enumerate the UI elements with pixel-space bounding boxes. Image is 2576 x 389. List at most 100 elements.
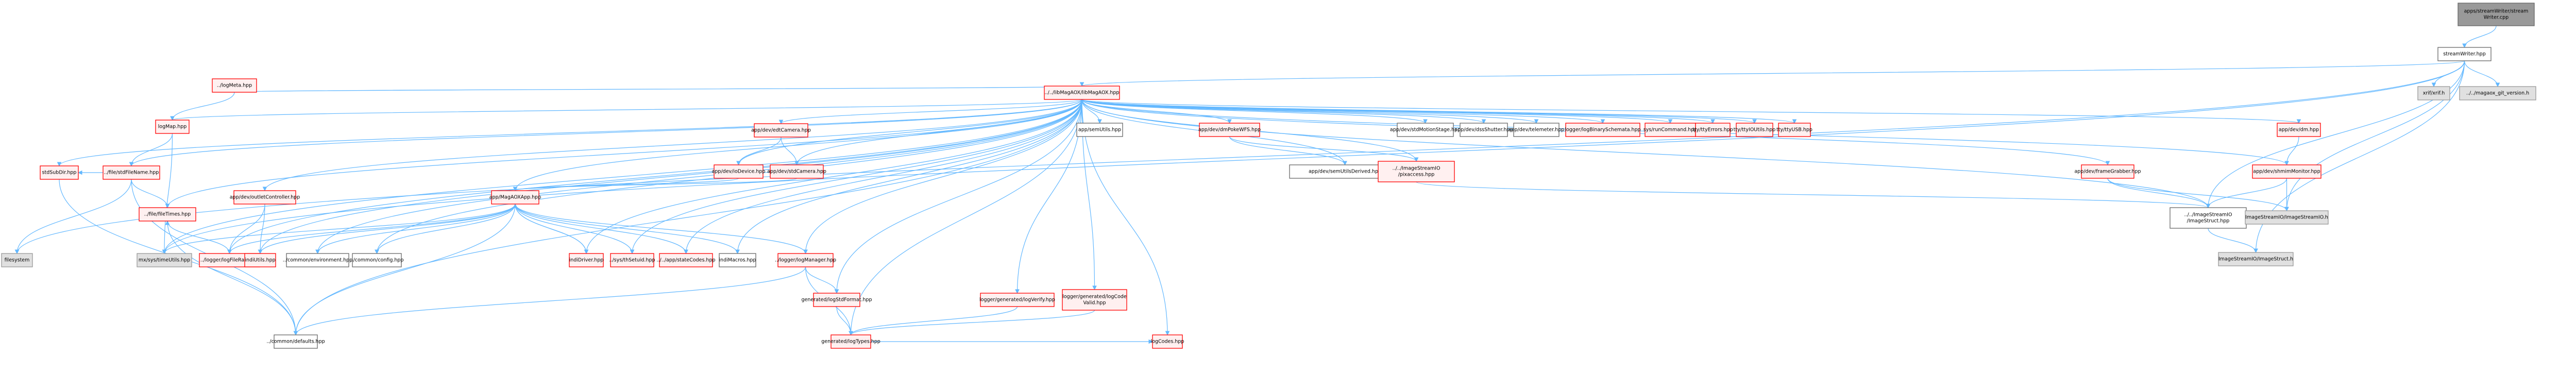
node-box [244, 253, 276, 267]
arrowhead-icon [1423, 119, 1428, 124]
edge-lib-mag-aox-to-log-file-raw [229, 99, 1082, 254]
node-tty-usb[interactable]: tty/ttyUSB.hpp [1776, 123, 1812, 137]
node-outlet-controller[interactable]: app/dev/outletController.hpp [230, 190, 300, 205]
arrowhead-icon [1092, 285, 1097, 291]
node-log-std-format[interactable]: generated/logStdFormat.hpp [801, 293, 872, 307]
edge-lib-mag-aox-to-std-motion-stage [1081, 99, 1426, 124]
edge-stream-writer-to-time-utils [164, 60, 2465, 254]
edge-io-device-to-mag-aoxapp [515, 178, 739, 191]
node-defaults[interactable]: ../common/defaults.hpp [266, 334, 325, 349]
edge-dm-poke-wfs-to-pixaccess [1229, 136, 1417, 162]
node-box [1513, 123, 1560, 137]
node-label: tty/ttyIOUtils.hpp [1734, 127, 1776, 133]
arrowhead-icon [794, 161, 799, 166]
node-th-setuid[interactable]: ../sys/thSetuid.hpp [609, 253, 655, 267]
node-lib-mag-aox[interactable]: ../../libMagAOX/libMagAOX.hpp [1044, 86, 1120, 100]
node-image-stream-ioh: ImageStreamIO/ImageStreamIO.h [2245, 210, 2329, 225]
arrowhead-icon [1015, 289, 1020, 294]
node-std-motion-stage[interactable]: app/dev/stdMotionStage.hpp [1390, 123, 1461, 137]
node-edt-camera[interactable]: app/dev/edtCamera.hpp [751, 123, 811, 138]
node-box [155, 120, 190, 134]
node-log-meta[interactable]: ../logMeta.hpp [212, 78, 257, 93]
node-label: generated/logTypes.hpp [821, 339, 880, 345]
node-sem-utils[interactable]: app/semUtils.hpp [1076, 123, 1123, 137]
edge-lib-mag-aox-to-time-utils [164, 99, 1082, 254]
node-label: ../../ImageStreamIO [1393, 166, 1440, 172]
node-frame-grabber[interactable]: app/dev/frameGrabber.hpp [2074, 164, 2141, 179]
node-box [1695, 123, 1731, 137]
node-label: ../logger/logFileRaw.hpp [200, 258, 259, 263]
edge-outlet-controller-to-indi-utils [260, 204, 265, 254]
edge-lib-mag-aox-to-std-camera [796, 99, 1082, 165]
edge-log-file-raw-to-file-times [167, 221, 230, 254]
arrowhead-icon [165, 204, 170, 209]
edge-frame-grabber-to-image-struct-hpp [2107, 178, 2209, 208]
node-dm-poke-wfs[interactable]: app/dev/dmPokeWFS.hpp [1198, 123, 1261, 137]
arrowhead-icon [2296, 119, 2301, 124]
node-environment[interactable]: ../common/environment.hpp [283, 253, 352, 267]
node-state-codes[interactable]: ../../app/stateCodes.hpp [657, 253, 716, 267]
edge-dm-poke-wfs-to-sem-utils-derived [1229, 136, 1346, 165]
edge-stream-writer-to-lib-mag-aox [1081, 60, 2465, 87]
node-label: ../../ImageStreamIO [2184, 212, 2232, 218]
node-label: indiDriver.hpp [569, 258, 604, 263]
node-tty-ioutils[interactable]: tty/ttyIOUtils.hpp [1734, 123, 1776, 137]
edge-lib-mag-aox-to-mag-aoxapp [515, 99, 1082, 191]
edge-edt-camera-to-std-camera [781, 137, 798, 165]
node-std-camera[interactable]: app/dev/stdCamera.hpp [767, 164, 826, 179]
edge-lib-mag-aox-to-indi-macros [737, 99, 1082, 254]
node-run-command[interactable]: sys/runCommand.hpp [1643, 123, 1698, 137]
node-dss-shutter[interactable]: app/dev/dssShutter.hpp [1454, 123, 1513, 137]
node-telemeter[interactable]: app/dev/telemeter.hpp [1509, 123, 1565, 137]
node-dm[interactable]: app/dev/dm.hpp [2277, 123, 2321, 137]
graph-edges [14, 25, 2500, 344]
arrowhead-icon [227, 249, 232, 255]
node-log-map[interactable]: logMap.hpp [155, 120, 190, 134]
node-box [1, 253, 33, 267]
node-std-file-name[interactable]: ../file/stdFileName.hpp [103, 165, 160, 180]
node-shmim-monitor[interactable]: app/dev/shmimMonitor.hpp [2252, 164, 2321, 179]
node-label: stdSubDir.hpp [42, 170, 77, 176]
node-box [1152, 334, 1183, 349]
node-indi-utils[interactable]: indiUtils.hpp [244, 253, 276, 267]
node-io-device[interactable]: app/dev/ioDevice.hpp [712, 164, 766, 179]
node-log-types[interactable]: generated/logTypes.hpp [821, 334, 880, 349]
node-config[interactable]: ../common/config.hpp [350, 253, 404, 267]
node-log-binary-schemata[interactable]: logger/logBinarySchemata.hpp [1565, 123, 1641, 137]
edge-log-meta-to-log-map [172, 92, 235, 121]
node-indi-driver[interactable]: indiDriver.hpp [569, 253, 604, 267]
arrowhead-icon [2431, 82, 2436, 88]
node-pixaccess[interactable]: ../../ImageStreamIO/pixaccess.hpp [1378, 161, 1455, 182]
edge-root-to-stream-writer [2464, 25, 2497, 48]
node-indi-macros[interactable]: indiMacros.hpp [719, 253, 756, 267]
node-box [1378, 161, 1455, 182]
node-std-sub-dir[interactable]: stdSubDir.hpp [40, 165, 79, 180]
node-stream-writer[interactable]: streamWriter.hpp [2437, 47, 2492, 61]
edge-mag-aoxapp-to-state-codes [515, 204, 687, 254]
node-box [813, 293, 860, 307]
node-mag-aoxapp[interactable]: app/MagAOXApp.hpp [489, 190, 541, 205]
edge-image-struct-hpp-to-image-structh [2208, 228, 2257, 253]
node-label: ../file/fileTimes.hpp [144, 212, 191, 217]
node-box [137, 253, 192, 267]
node-log-manager[interactable]: ../logger/logManager.hpp [775, 253, 836, 267]
arrowhead-icon [2284, 161, 2289, 166]
node-image-struct-hpp[interactable]: ../../ImageStreamIO/ImageStruct.hpp [2170, 207, 2247, 229]
node-tty-errors[interactable]: tty/ttyErrors.hpp [1692, 123, 1733, 137]
node-log-codes[interactable]: logCodes.hpp [1151, 334, 1184, 349]
node-log-verify[interactable]: logger/generated/logVerify.hpp [979, 293, 1055, 307]
node-box [212, 78, 257, 93]
arrowhead-icon [736, 161, 741, 166]
node-label: logger/generated/logCode [1062, 294, 1127, 300]
node-label: ../common/defaults.hpp [266, 339, 325, 345]
node-root[interactable]: apps/streamWriter/streamWriter.cpp [2458, 3, 2535, 26]
node-label: ../../magaox_git_version.h [2466, 91, 2529, 96]
node-label: ../sys/thSetuid.hpp [609, 258, 655, 263]
node-label: app/dev/telemeter.hpp [1509, 127, 1565, 133]
node-label: /pixaccess.hpp [1398, 172, 1435, 178]
node-label: Valid.hpp [1083, 300, 1106, 306]
edge-std-file-name-to-filesystem [16, 179, 132, 254]
node-file-times[interactable]: ../file/fileTimes.hpp [139, 207, 196, 222]
